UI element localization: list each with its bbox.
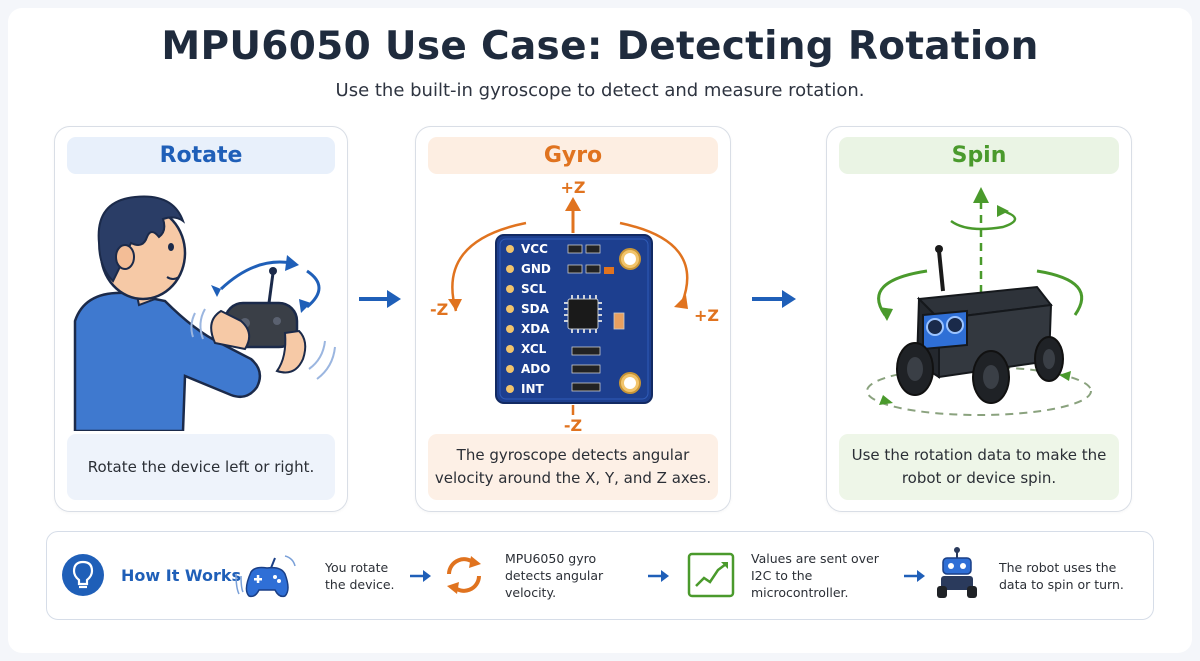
robot-icon [937, 547, 977, 598]
arrow-right-icon [648, 570, 669, 582]
pin-label: XCL [521, 342, 547, 356]
spin-caption-box: Use the rotation data to make the robot … [839, 434, 1119, 500]
axis-label-bottom: -Z [564, 416, 582, 431]
axis-label-left: -Z [430, 300, 448, 319]
line-graph-icon [687, 552, 735, 598]
rotate-heading: Rotate [67, 137, 335, 174]
page-subtitle: Use the built-in gyroscope to detect and… [335, 80, 865, 101]
spin-panel: Spin Use the rotation data [826, 126, 1132, 512]
how-it-works-title: How It Works [121, 566, 242, 585]
step-4-text: The robot uses the data to spin or turn. [999, 559, 1124, 592]
gyro-caption-box: The gyroscope detects angular velocity a… [428, 434, 718, 500]
how-it-works-bar: How It Works You rotate the device. MPU6… [46, 531, 1154, 620]
axis-label-right: +Z [694, 306, 719, 325]
page-title: MPU6050 Use Case: Detecting Rotation [161, 24, 1039, 69]
refresh-cycle-icon [447, 556, 481, 594]
rotate-caption: Rotate the device left or right. [87, 457, 315, 476]
axis-label-top: +Z [560, 181, 585, 197]
rotate-caption-box: Rotate the device left or right. [67, 434, 335, 500]
pin-label: XDA [521, 322, 550, 336]
rotate-panel: Rotate Rotate the devi [54, 126, 348, 512]
gyro-caption: The gyroscope detects angular velocity a… [434, 446, 712, 487]
spinning-robot-illustration [866, 187, 1092, 416]
person-holding-controller-illustration [73, 195, 336, 431]
spin-heading: Spin [839, 137, 1119, 174]
pin-label: ADO [521, 362, 550, 376]
step-3-text: Values are sent over I2C to the microcon… [751, 551, 879, 600]
lightbulb-icon [62, 554, 104, 596]
arrow-right-icon [752, 290, 796, 308]
arrow-right-icon [359, 290, 401, 308]
step-2-text: MPU6050 gyro detects angular velocity. [505, 551, 604, 600]
gyro-panel: Gyro VCC GND SCL SDA XDA [415, 126, 731, 512]
pin-label: GND [521, 262, 551, 276]
step-1-text: You rotate the device. [325, 559, 395, 592]
arrow-right-icon [410, 570, 431, 582]
pin-label: SCL [521, 282, 546, 296]
gyro-heading: Gyro [428, 137, 718, 174]
spin-caption: Use the rotation data to make the robot … [851, 446, 1107, 487]
pin-label: SDA [521, 302, 550, 316]
pin-label: INT [521, 382, 545, 396]
mpu6050-board-illustration: VCC GND SCL SDA XDA XCL ADO INT [430, 181, 719, 431]
pin-label: VCC [521, 242, 548, 256]
arrow-right-icon [904, 570, 925, 582]
pin-dots [506, 245, 514, 393]
gamepad-icon [235, 555, 296, 598]
